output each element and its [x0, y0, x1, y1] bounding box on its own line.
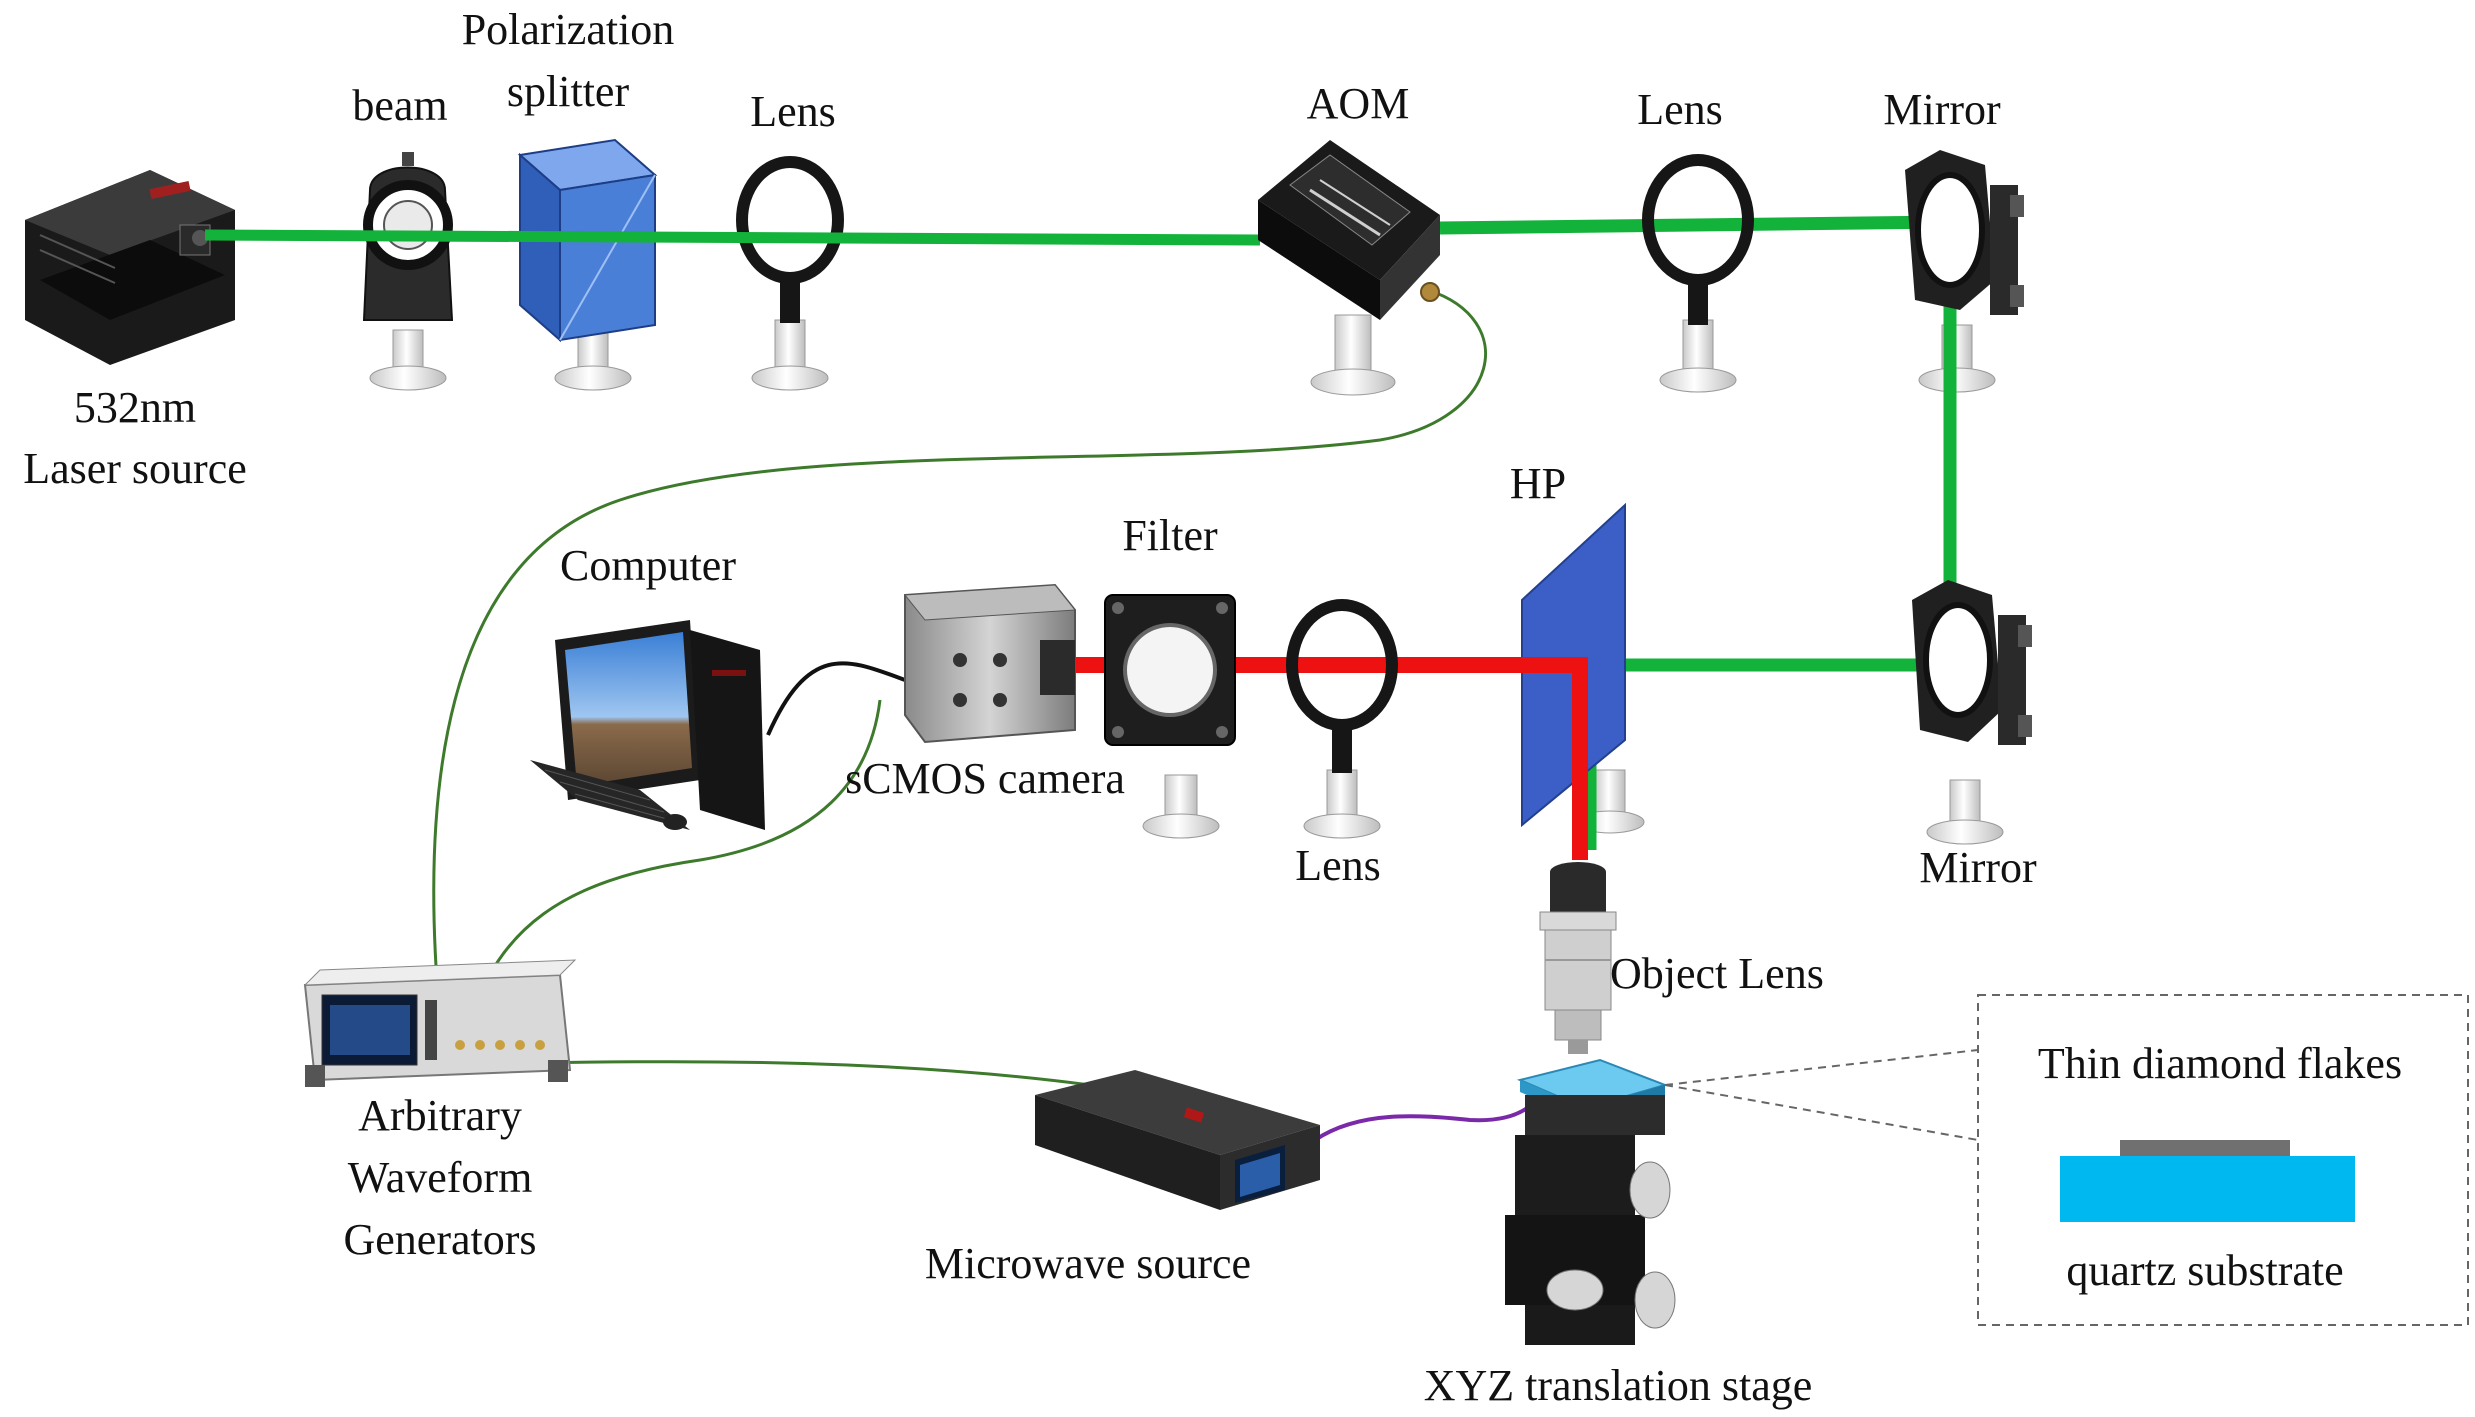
label-beam: beam: [352, 81, 447, 130]
laser-source: [25, 170, 235, 365]
label-filter: Filter: [1122, 511, 1218, 560]
polarization-splitter: [517, 138, 658, 343]
lens-2: [1642, 154, 1754, 325]
lens-1: [736, 156, 844, 323]
label-thin-flakes: Thin diamond flakes: [2038, 1039, 2402, 1088]
mirror-bottom: [1912, 580, 2032, 745]
objective-lens: [1539, 862, 1617, 1054]
label-lens-3: Lens: [1295, 841, 1381, 890]
cables: [432, 288, 1542, 1142]
aom-device: [1258, 140, 1440, 320]
flake-bar: [2120, 1140, 2290, 1156]
xyz-stage: [1505, 1058, 1676, 1345]
label-quartz: quartz substrate: [2066, 1246, 2343, 1295]
label-awg-line3: Generators: [343, 1215, 536, 1264]
label-mirror-bottom: Mirror: [1919, 843, 2037, 892]
label-lens-2: Lens: [1637, 85, 1723, 134]
awg-camera-cable: [468, 699, 882, 1021]
label-scmos: sCMOS camera: [845, 754, 1125, 803]
aom-awg-cable: [432, 288, 1487, 1021]
label-xyz: XYZ translation stage: [1424, 1361, 1813, 1410]
label-mirror-top: Mirror: [1883, 85, 2001, 134]
label-laser-line2: Laser source: [23, 444, 247, 493]
quartz-bar: [2060, 1156, 2355, 1222]
sample-callout: [1664, 994, 2469, 1326]
filter: [1104, 594, 1236, 746]
label-polarization-line1: Polarization: [462, 5, 675, 54]
label-hp: HP: [1510, 459, 1566, 508]
microwave-source: [1035, 1070, 1320, 1210]
label-polarization-line2: splitter: [507, 67, 630, 116]
label-awg-line2: Waveform: [348, 1153, 533, 1202]
lens-3: [1286, 599, 1398, 773]
label-computer: Computer: [560, 541, 736, 590]
label-lens-1: Lens: [750, 87, 836, 136]
label-awg-line1: Arbitrary: [358, 1091, 522, 1140]
labels: 532nm Laser source beam Polarization spl…: [23, 5, 2402, 1410]
computer: [530, 620, 765, 830]
computer-camera-cable: [766, 661, 906, 736]
mirror-top: [1905, 150, 2024, 315]
optical-posts: [369, 314, 2004, 845]
label-object-lens: Object Lens: [1610, 949, 1824, 998]
label-laser-line1: 532nm: [74, 383, 196, 432]
awg-device: [303, 959, 577, 1087]
awg-microwave-cable: [539, 1060, 1091, 1087]
label-aom: AOM: [1307, 79, 1410, 128]
scmos-camera: [904, 583, 1076, 744]
microwave-stage-cable: [1313, 1093, 1542, 1142]
label-microwave: Microwave source: [925, 1239, 1251, 1288]
